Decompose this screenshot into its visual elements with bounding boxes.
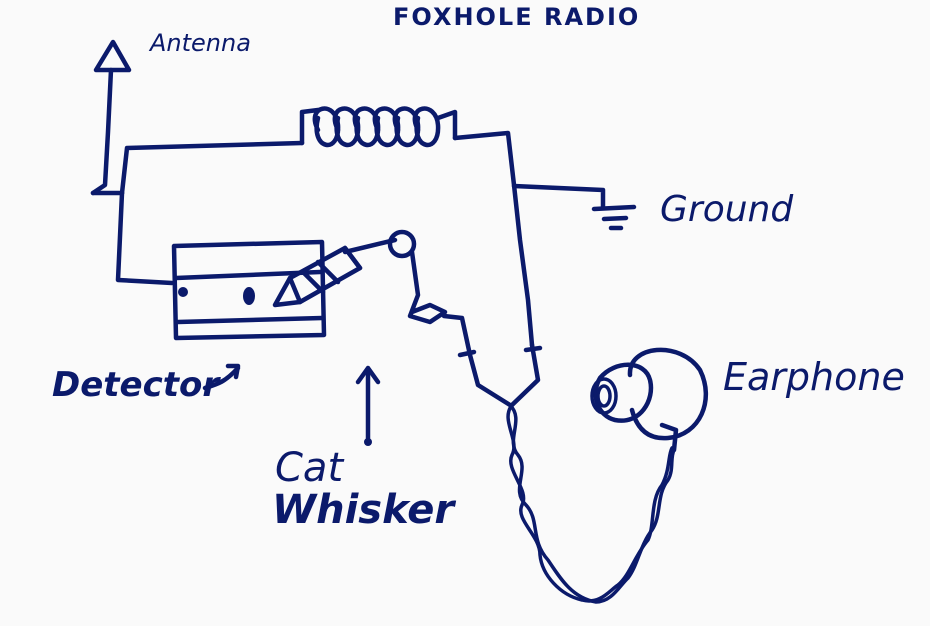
ground-label: Ground bbox=[660, 189, 794, 230]
cat-whisker-arrow bbox=[355, 365, 381, 446]
cat-whisker-pencil bbox=[272, 229, 448, 325]
detector-block bbox=[171, 239, 327, 341]
detector-label: Detector bbox=[52, 365, 220, 405]
circuit-wires bbox=[115, 130, 606, 348]
antenna-symbol bbox=[90, 39, 132, 196]
coil-inductor bbox=[299, 106, 458, 147]
diagram-title: FOXHOLE RADIO bbox=[393, 3, 641, 31]
earphone-symbol bbox=[590, 347, 709, 441]
cat-whisker-label-line2: Whisker bbox=[272, 487, 455, 533]
earphone-twisted-cord bbox=[441, 313, 679, 604]
earphone-label: Earphone bbox=[723, 355, 905, 399]
ground-symbol bbox=[591, 204, 637, 231]
antenna-label: Antenna bbox=[150, 29, 251, 57]
cat-whisker-label-line1: Cat bbox=[275, 445, 344, 491]
detector-arrow bbox=[202, 363, 241, 391]
